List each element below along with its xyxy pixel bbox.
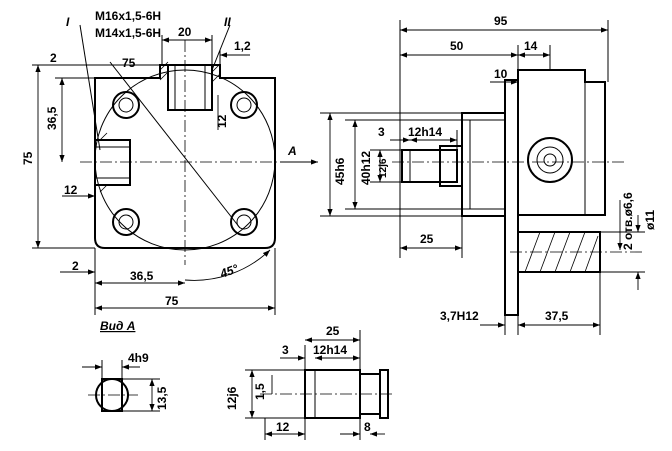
dim-front-36-5-v: 36,5	[45, 106, 59, 130]
dim-side-3-7h12: 3,7H12	[440, 309, 479, 323]
dim-side-11: ø11	[643, 210, 657, 230]
dim-front-75-diag: 75	[122, 56, 136, 70]
dim-side-40h12: 40h12	[359, 151, 373, 185]
dim-front-1-2: 1,2	[234, 39, 251, 53]
front-flange-outline	[94, 64, 276, 249]
label-thread-m14: M14x1,5-6H	[95, 26, 161, 40]
side-boss	[527, 137, 573, 183]
side-shaft	[401, 149, 458, 183]
label-angle-45: 45°	[217, 261, 240, 281]
dim-shaft-25: 25	[326, 324, 340, 338]
label-section-2: II	[224, 15, 231, 29]
dim-front-75-v: 75	[21, 151, 35, 165]
side-housing	[517, 69, 606, 216]
dim-side-45h6: 45h6	[333, 157, 347, 185]
label-view-a: Вид А	[100, 319, 135, 333]
dim-view-a-4h9: 4h9	[128, 351, 149, 365]
dim-side-12j6: 12j6	[378, 158, 389, 178]
side-hub	[461, 112, 506, 217]
bolt-holes	[112, 91, 258, 236]
dim-front-36-5-h: 36,5	[130, 269, 154, 283]
dim-front-12-side: 12	[64, 183, 78, 197]
dim-side-25: 25	[420, 232, 434, 246]
dim-shaft-1-5: 1,5	[253, 383, 267, 400]
dim-front-2-bottom: 2	[72, 259, 79, 273]
front-view	[32, 24, 290, 315]
side-view	[320, 20, 645, 335]
dim-side-10: 10	[494, 67, 508, 81]
dim-shaft-12h14: 12h14	[313, 343, 347, 357]
dim-shaft-12: 12	[276, 420, 290, 434]
dim-front-75-h: 75	[165, 294, 179, 308]
dim-front-2-top: 2	[50, 51, 57, 65]
shaft-detail	[245, 330, 395, 440]
dim-front-12-port: 12	[215, 114, 229, 128]
dim-side-14: 14	[524, 39, 538, 53]
top-port	[167, 64, 213, 111]
side-flange	[504, 79, 519, 316]
label-thread-m16: M16x1,5-6H	[95, 9, 161, 23]
dim-shaft-12j6: 12j6	[225, 386, 239, 410]
view-a	[82, 360, 160, 412]
label-arrow-a: A	[287, 144, 297, 158]
left-port	[95, 139, 131, 186]
dim-side-37-5: 37,5	[545, 309, 569, 323]
dim-side-95: 95	[494, 14, 508, 28]
dim-view-a-13-5: 13,5	[155, 386, 169, 410]
dim-side-holes: 2 отв.ø6,6	[621, 192, 635, 250]
dim-side-12h14: 12h14	[408, 125, 442, 139]
label-section-1: I	[66, 15, 70, 29]
dim-side-50: 50	[450, 39, 464, 53]
dim-front-20: 20	[178, 25, 192, 39]
dim-shaft-3: 3	[282, 343, 289, 357]
dim-shaft-8: 8	[364, 420, 371, 434]
dim-side-3: 3	[378, 125, 385, 139]
